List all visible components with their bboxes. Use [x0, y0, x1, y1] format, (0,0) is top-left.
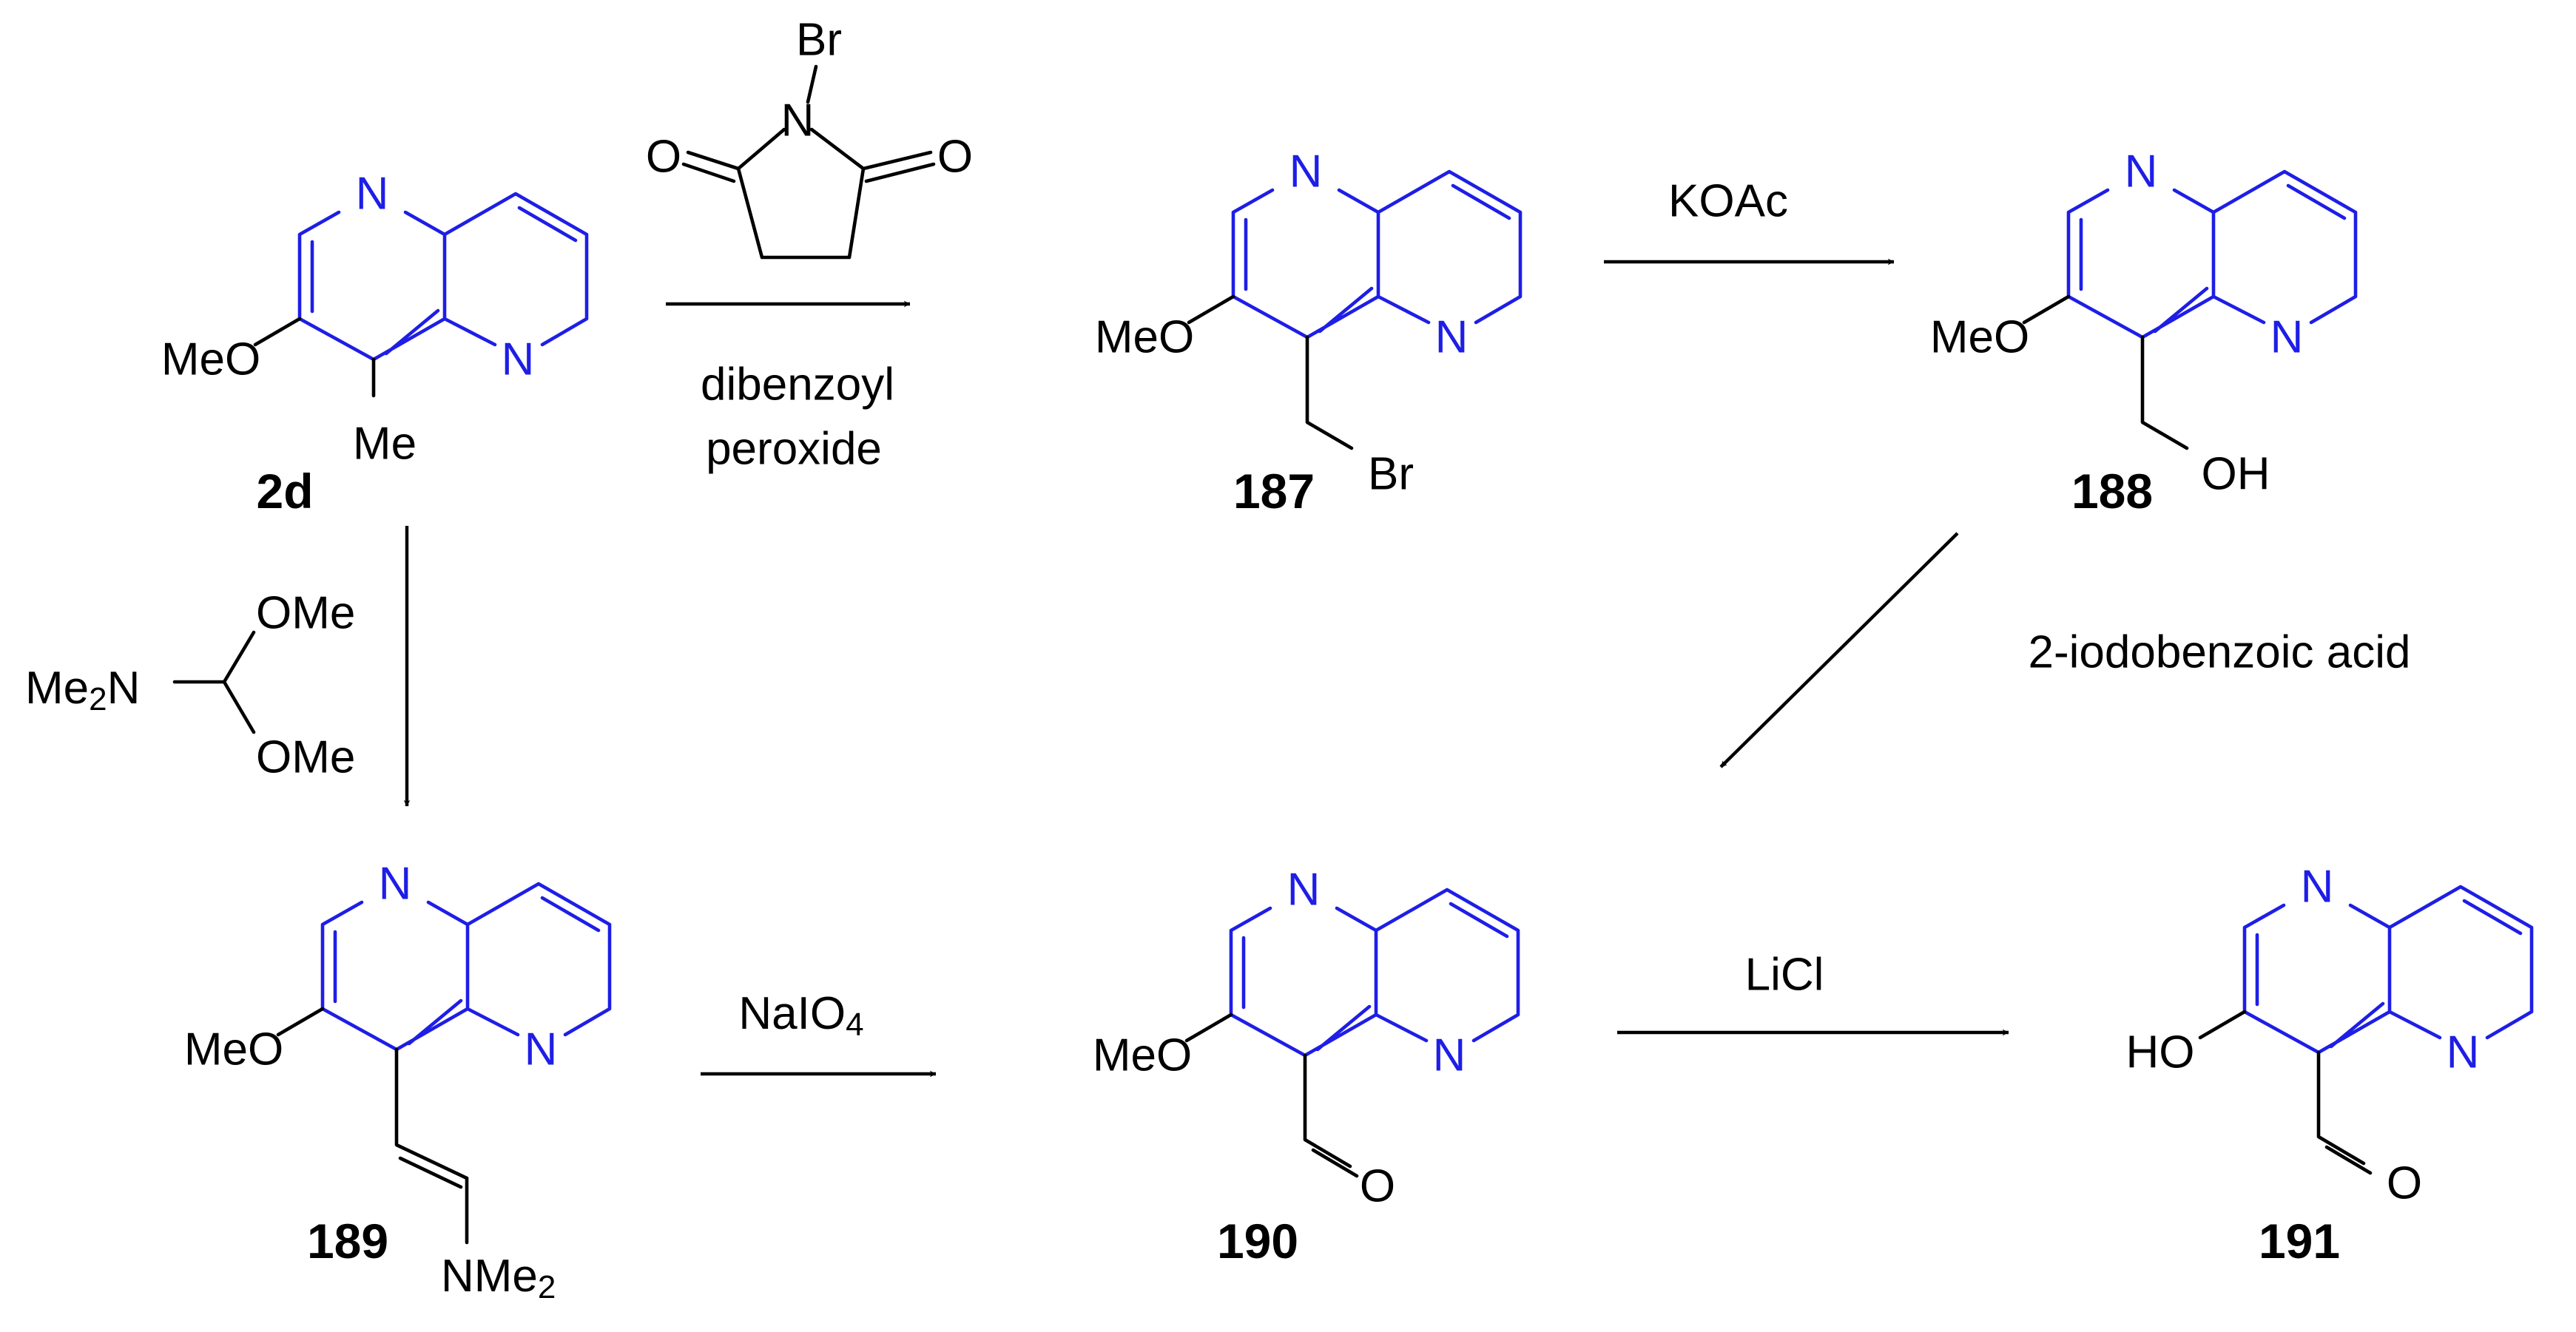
nbs-o-left-label: O: [646, 132, 681, 183]
nme-text: NMe: [441, 1251, 538, 1302]
hydroxyl-label: OH: [2202, 449, 2270, 500]
aldehyde-oxygen-label: O: [1360, 1161, 1395, 1212]
compound-187: N N MeO Br 187: [1095, 146, 1523, 518]
dmfdma-ome-top-label: OMe: [256, 588, 355, 639]
ring-nitrogen: N: [2301, 862, 2334, 913]
ring-nitrogen: N: [1289, 146, 1323, 197]
methoxy-label: MeO: [184, 1024, 283, 1075]
compound-label-191: 191: [2259, 1214, 2340, 1268]
conditions-iodobenzoic-acid: 2-iodobenzoic acid: [2028, 627, 2410, 678]
dmfdma-me2n-label: Me2N: [25, 663, 140, 717]
ring-nitrogen: N: [525, 1024, 558, 1075]
naio4-subscript: 4: [846, 1007, 863, 1043]
dmfdma-structure: Me2N OMe OMe: [25, 588, 355, 783]
naio4-text: NaIO: [738, 988, 846, 1039]
compound-2d: N N MeO Me 2d: [161, 169, 589, 518]
me2n-subscript: 2: [89, 681, 107, 717]
reaction-arrow-iodo: [1719, 532, 1959, 768]
aldehyde-oxygen-label: O: [2387, 1158, 2422, 1209]
ring-nitrogen: N: [1287, 865, 1321, 916]
methyl-label: Me: [353, 419, 417, 470]
ring-nitrogen: N: [2125, 146, 2158, 197]
conditions-peroxide: peroxide: [706, 424, 882, 475]
compound-label-2d: 2d: [256, 464, 313, 518]
me2n-me-text: Me: [25, 663, 89, 714]
nme-subscript: 2: [538, 1269, 556, 1305]
nbs-br-label: Br: [796, 15, 842, 66]
conditions-naio4: NaIO4: [738, 988, 863, 1043]
compound-label-190: 190: [1217, 1214, 1298, 1268]
conditions-licl: LiCl: [1745, 950, 1824, 1001]
ring-nitrogen: N: [1433, 1030, 1466, 1081]
enamine-nme2-label: NMe2: [441, 1251, 556, 1305]
compound-190: N N MeO O 190: [1093, 865, 1520, 1268]
ring-nitrogen: N: [2270, 312, 2304, 363]
hydroxy-label: HO: [2126, 1027, 2195, 1078]
me2n-n-text: N: [107, 663, 141, 714]
methoxy-label: MeO: [1095, 312, 1194, 363]
compound-189: N N MeO NMe2 189: [184, 859, 612, 1305]
conditions-koac: KOAc: [1668, 176, 1788, 227]
conditions-dibenzoyl: dibenzoyl: [701, 359, 894, 410]
nbs-o-right-label: O: [937, 132, 973, 183]
methoxy-label: MeO: [161, 334, 260, 385]
ring-nitrogen: N: [379, 859, 412, 910]
compound-188: N N MeO OH 188: [1930, 146, 2358, 518]
dmfdma-ome-bottom-label: OMe: [256, 732, 355, 783]
compound-label-188: 188: [2071, 464, 2153, 518]
methoxy-label: MeO: [1930, 312, 2029, 363]
methoxy-label: MeO: [1093, 1030, 1192, 1081]
nbs-structure: Br N O O: [646, 15, 973, 260]
ring-nitrogen: N: [1435, 312, 1469, 363]
compound-label-189: 189: [307, 1214, 388, 1268]
ring-nitrogen: N: [356, 169, 389, 220]
ring-nitrogen: N: [2447, 1027, 2480, 1078]
ring-nitrogen: N: [502, 334, 535, 385]
compound-191: N N HO O 191: [2126, 862, 2534, 1268]
bromo-label: Br: [1368, 449, 1414, 500]
compound-label-187: 187: [1233, 464, 1315, 518]
